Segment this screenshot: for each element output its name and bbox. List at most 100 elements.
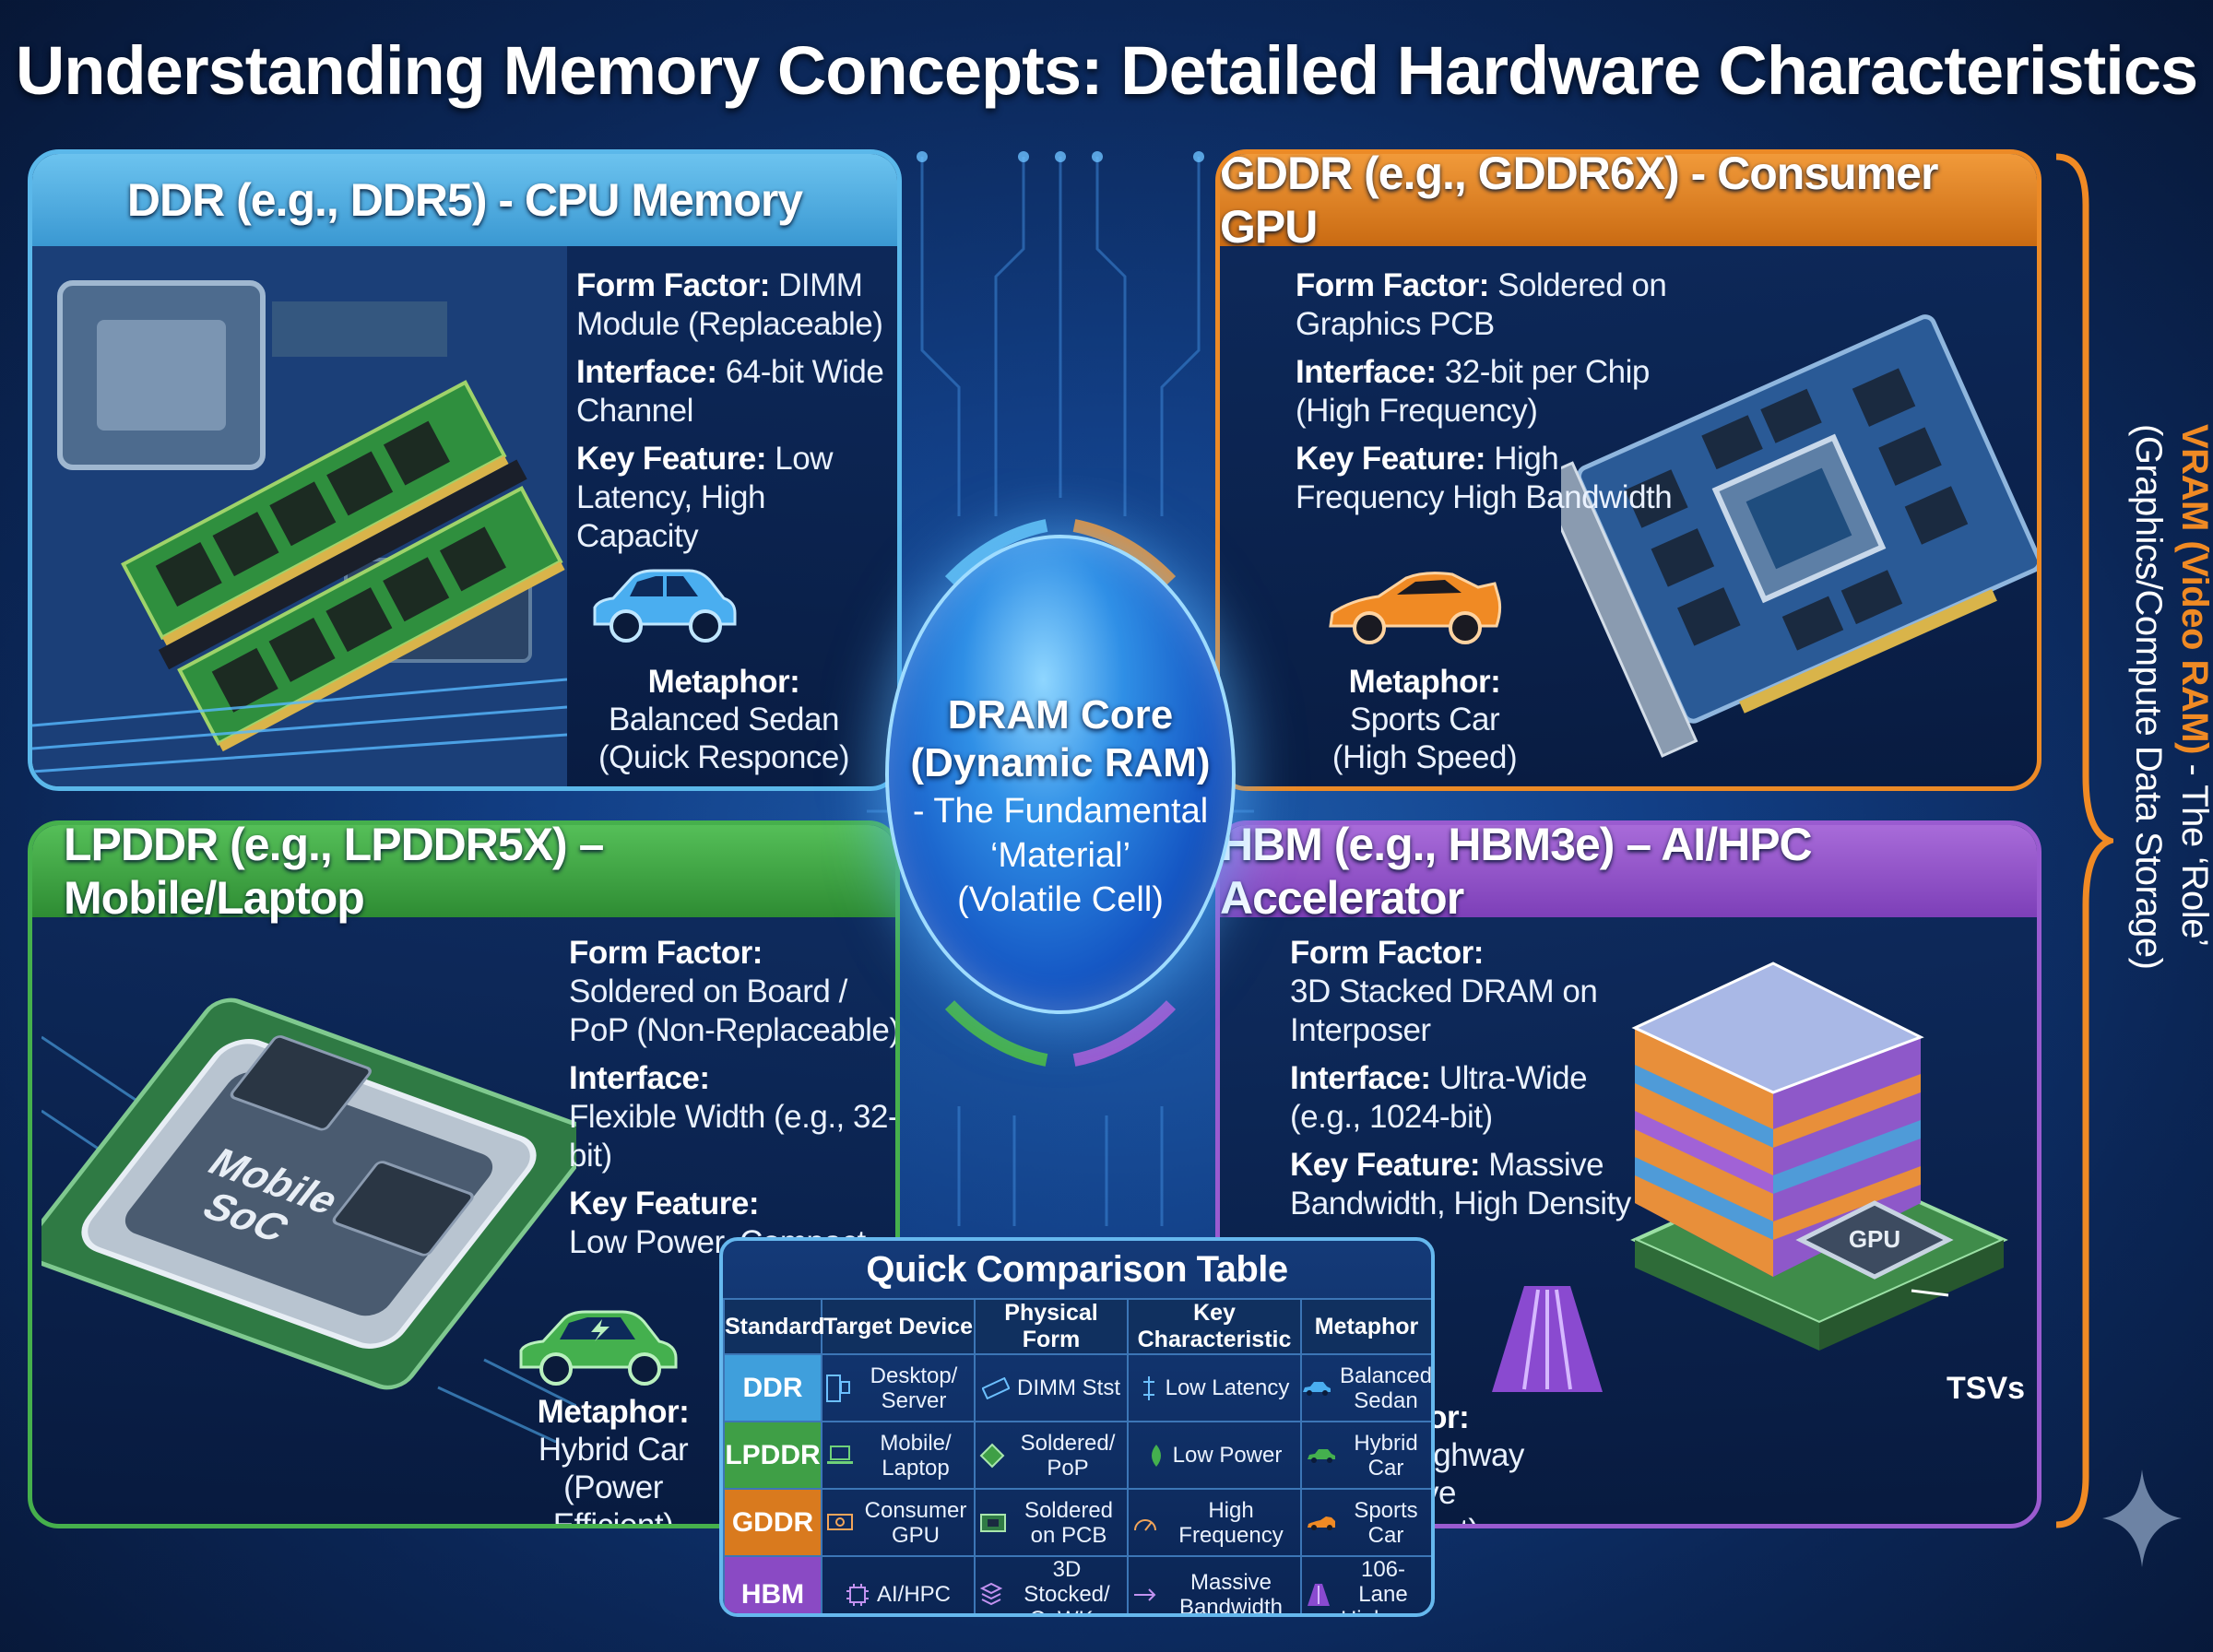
ddr-metaphor-line2: (Quick Responce) — [598, 739, 850, 775]
sedan-car-icon — [593, 569, 737, 643]
sports-car-icon — [1308, 1516, 1335, 1530]
gddr-graphics-card-illustration — [1561, 314, 2037, 758]
table-header: Metaphor — [1300, 1298, 1431, 1355]
table-cell-metaphor: Sports Car — [1354, 1497, 1418, 1548]
hbm-panel: HBM (e.g., HBM3e) – AI/HPC Accelerator F… — [1215, 820, 2041, 1528]
lpddr-metaphor-label: Metaphor: — [537, 1394, 690, 1430]
sparkle-icon — [2102, 1469, 2182, 1567]
gddr-form-factor-value: Soldered on Graphics PCB — [1296, 267, 1667, 342]
lpddr-interface-value: Flexible Width (e.g., 32-bit) — [569, 1099, 899, 1174]
table-header-row: Standard Target Device Physical Form Key… — [723, 1298, 1431, 1355]
comparison-table-grid: Standard Target Device Physical Form Key… — [723, 1298, 1431, 1613]
hbm-tsv-label: TSVs — [1947, 1371, 2026, 1406]
hbm-panel-header: HBM (e.g., HBM3e) – AI/HPC Accelerator — [1220, 825, 2037, 924]
table-cell-metaphor: 106-Lane Highway — [1341, 1557, 1426, 1613]
table-cell-key: High Frequency — [1178, 1497, 1284, 1548]
core-line2: (Dynamic RAM) — [910, 740, 1211, 785]
lpddr-key-feature-label: Key Feature: — [569, 1186, 760, 1221]
hbm-gpu-label: GPU — [1849, 1225, 1900, 1253]
sports-car-icon — [1329, 572, 1502, 644]
core-line1: DRAM Core — [947, 692, 1174, 738]
gddr-panel-header: GDDR (e.g., GDDR6X) - Consumer GPU — [1220, 154, 2037, 253]
gddr-panel: GDDR (e.g., GDDR6X) - Consumer GPU Form … — [1215, 149, 2041, 791]
table-row: GDDR Consumer GPU Soldered on PCB High F… — [723, 1488, 1431, 1557]
table-cell-standard: GDDR — [723, 1488, 822, 1557]
lpddr-metaphor-line1: Hybrid Car — [538, 1432, 689, 1468]
hbm-key-feature-value: Massive Bandwidth, High Density — [1290, 1147, 1631, 1221]
table-header: Target Device — [821, 1298, 976, 1355]
ddr-metaphor-label: Metaphor: — [647, 664, 800, 700]
gddr-metaphor-label: Metaphor: — [1348, 664, 1501, 700]
table-cell-standard: HBM — [723, 1555, 822, 1613]
comparison-table-title: Quick Comparison Table — [866, 1249, 1288, 1290]
ddr-key-feature-label: Key Feature: — [576, 441, 767, 477]
ddr-form-factor-value: DIMM Module (Replaceable) — [576, 267, 883, 342]
table-cell-device: Consumer GPU — [864, 1497, 967, 1548]
stacked-layers-icon — [979, 1582, 1003, 1605]
gddr-metaphor-line2: (High Speed) — [1331, 739, 1518, 775]
ddr-panel: DDR (e.g., DDR5) - CPU Memory Form Facto… — [28, 149, 902, 791]
gddr-key-feature-value: High Frequency High Bandwidth — [1296, 441, 1673, 515]
table-header: Standard — [723, 1298, 824, 1355]
table-cell-form: Soldered/ PoP — [1020, 1430, 1116, 1481]
gddr-metaphor-line1: Sports Car — [1349, 702, 1500, 738]
pcb-icon — [980, 1513, 1006, 1532]
table-header: Physical Form — [974, 1298, 1129, 1355]
dram-core: DRAM Core (Dynamic RAM) - The Fundamenta… — [848, 498, 1272, 1106]
ddr-metaphor-line1: Balanced Sedan — [609, 702, 839, 738]
table-cell-key: Low Latency — [1165, 1375, 1290, 1400]
gpu-card-icon — [827, 1513, 853, 1530]
vram-label-rest: - The ‘Role’ (Graphics/Compute Data Stor… — [2128, 424, 2213, 970]
lpddr-interface-label: Interface: — [569, 1060, 710, 1096]
desktop-server-icon — [826, 1374, 850, 1402]
core-line3: - The Fundamental — [912, 792, 1209, 831]
lpddr-form-factor-label: Form Factor: — [569, 935, 763, 971]
gddr-key-feature-label: Key Feature: — [1296, 441, 1486, 477]
table-cell-device: AI/HPC — [876, 1582, 951, 1607]
leaf-icon — [1151, 1444, 1161, 1467]
ddr-dimm-motherboard-illustration — [32, 246, 567, 786]
vram-label-strong: VRAM (Video RAM) — [2174, 424, 2213, 754]
highway-icon — [1492, 1286, 1603, 1392]
core-ring-arcs — [944, 519, 1177, 1067]
ddr-interface-label: Interface: — [576, 354, 717, 390]
vram-brace — [2055, 153, 2113, 1528]
core-line4: ‘Material’ — [989, 836, 1131, 875]
table-cell-standard: LPDDR — [723, 1421, 822, 1490]
lpddr-mobile-soc-illustration: Mobile SoC — [41, 997, 576, 1443]
latency-icon — [1142, 1375, 1154, 1400]
ddr-panel-header: DDR (e.g., DDR5) - CPU Memory — [32, 154, 897, 246]
table-row: HBM AI/HPC 3D Stocked/ CoWKs Massive Ban… — [723, 1555, 1431, 1613]
processor-chip-icon — [846, 1583, 869, 1606]
hbm-stacked-dram-illustration: GPU — [1630, 962, 2008, 1351]
hbm-key-feature-label: Key Feature: — [1290, 1147, 1481, 1183]
lpddr-metaphor-line2: (Power Efficient) — [552, 1469, 674, 1528]
dimm-icon — [982, 1376, 1010, 1399]
speedometer-icon — [1134, 1518, 1156, 1531]
sedan-car-icon — [1302, 1381, 1331, 1396]
lpddr-form-factor-value: Soldered on Board / PoP (Non-Replaceable… — [569, 974, 900, 1048]
table-cell-standard: DDR — [723, 1353, 822, 1422]
gddr-interface-label: Interface: — [1296, 354, 1437, 390]
comparison-table: Quick Comparison Table Standard Target D… — [719, 1237, 1435, 1617]
soldered-chip-icon — [979, 1443, 1005, 1468]
hbm-interface-value: Ultra-Wide (e.g., 1024-bit) — [1290, 1060, 1588, 1135]
table-cell-device: Mobile/ Laptop — [880, 1430, 952, 1481]
hybrid-car-icon — [1308, 1448, 1335, 1463]
table-cell-form: Soldered on PCB — [1024, 1497, 1114, 1548]
hybrid-car-icon — [519, 1310, 678, 1386]
lpddr-panel-header: LPDDR (e.g., LPDDR5X) – Mobile/Laptop — [32, 825, 895, 924]
arrow-right-icon — [1134, 1587, 1156, 1601]
gddr-interface-value: 32-bit per Chip (High Frequency) — [1296, 354, 1650, 429]
hbm-interface-label: Interface: — [1290, 1060, 1431, 1096]
gddr-form-factor-label: Form Factor: — [1296, 267, 1489, 303]
hbm-form-factor-label: Form Factor: — [1290, 935, 1484, 971]
page-title: Understanding Memory Concepts: Detailed … — [15, 32, 2198, 109]
table-cell-form: 3D Stocked/ CoWKs — [1024, 1557, 1110, 1613]
ddr-key-feature-value: Low Latency, High Capacity — [576, 441, 833, 554]
laptop-icon — [827, 1445, 853, 1464]
table-cell-key: Low Power — [1172, 1443, 1283, 1468]
vram-role-label: VRAM (Video RAM) - The ‘Role’ (Graphics/… — [2116, 424, 2213, 1254]
ddr-form-factor-label: Form Factor: — [576, 267, 770, 303]
highway-icon — [1308, 1583, 1330, 1606]
